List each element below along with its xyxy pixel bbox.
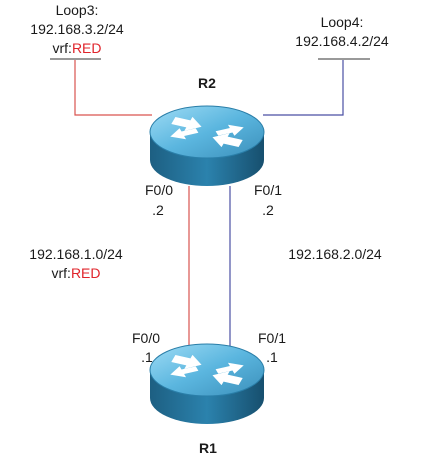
subnet1-vrf-name: RED — [71, 265, 101, 281]
r2-f01-host: .2 — [262, 202, 274, 218]
loop3-vrf-prefix: vrf: — [52, 40, 71, 56]
loop3-address: 192.168.3.2/24 — [30, 21, 124, 37]
router-r1-name: R1 — [199, 440, 217, 456]
subnet1-vrf: vrf:RED — [51, 265, 100, 281]
router-r2-name: R2 — [198, 75, 216, 91]
links-layer — [50, 58, 370, 348]
router-icon — [149, 343, 265, 424]
loop3-vrf: vrf:RED — [52, 40, 101, 56]
r1-f00-name: F0/0 — [132, 330, 160, 346]
loop3-name: Loop3: — [56, 2, 99, 18]
loop4-address: 192.168.4.2/24 — [295, 33, 389, 49]
r2-f00-host: .2 — [152, 202, 164, 218]
loop4-name: Loop4: — [321, 14, 364, 30]
subnet2-network: 192.168.2.0/24 — [288, 246, 382, 262]
link-loop4-to-r2 — [263, 60, 344, 116]
r2-f00-name: F0/0 — [145, 182, 173, 198]
r1-f01-name: F0/1 — [258, 330, 286, 346]
subnet1-network: 192.168.1.0/24 — [29, 246, 123, 262]
router-icon — [149, 105, 265, 186]
subnet1-vrf-prefix: vrf: — [51, 265, 70, 281]
link-loop3-to-r2 — [74, 60, 152, 116]
router-r2[interactable] — [149, 105, 265, 186]
router-r1[interactable] — [149, 343, 265, 424]
r1-f01-host: .1 — [266, 349, 278, 365]
loop3-vrf-name: RED — [72, 40, 102, 56]
r2-f01-name: F0/1 — [254, 182, 282, 198]
r1-f00-host: .1 — [141, 349, 153, 365]
